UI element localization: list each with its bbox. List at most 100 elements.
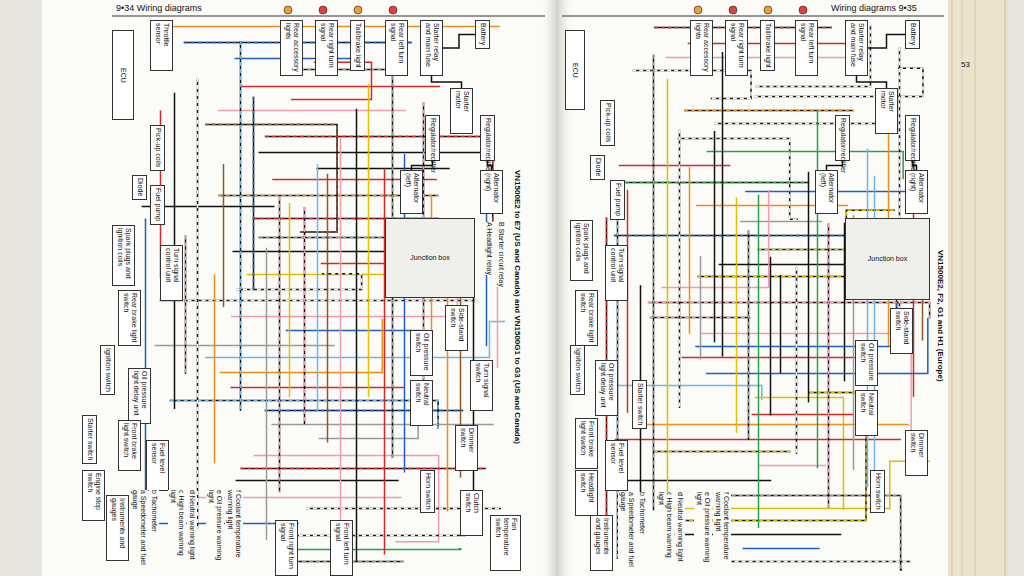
wire: [317, 168, 450, 170]
striped-wire: [265, 137, 493, 222]
wire: [817, 110, 819, 468]
component-label: Diode: [132, 175, 147, 200]
striped-wire: [160, 300, 478, 302]
wire: [223, 164, 225, 307]
wire-harness: [142, 22, 505, 562]
page-number: 53: [960, 60, 971, 69]
striped-wire: [828, 223, 830, 507]
component-label: Regulator/rectifier: [905, 115, 920, 161]
page-stack: [944, 0, 1008, 576]
component-label: Horn switch: [870, 470, 885, 513]
component-name: Turn signal switch: [474, 363, 490, 408]
striped-wire: [304, 207, 306, 424]
component-name: Alternator (left): [404, 173, 420, 211]
component-label: Front left turn signal: [330, 520, 353, 576]
component-label: Tail/brake light: [350, 20, 365, 71]
component-label: Engine stop switch: [82, 470, 105, 521]
component-label: Dimmer switch: [455, 425, 478, 471]
component-name: Ignition switch: [104, 348, 112, 392]
component-label: Spark plugs and ignition coils: [112, 225, 135, 286]
wire: [740, 221, 822, 223]
legend-note: c High beam warning light: [656, 492, 674, 570]
component-name: Tail/brake light: [764, 23, 772, 68]
striped-wire: [197, 78, 199, 529]
wire: [327, 174, 329, 443]
striped-wire: [265, 410, 463, 412]
component-name: Starter relay and main fuse: [849, 23, 865, 73]
wire: [368, 84, 370, 398]
wire: [236, 480, 399, 482]
striped-wire: [654, 451, 791, 453]
wire: [743, 548, 820, 550]
component-label: Starter motor: [450, 88, 473, 134]
striped-wire: [758, 249, 848, 251]
legend-note: d Neutral warning light: [187, 490, 197, 560]
component-box: Junction box: [385, 218, 475, 298]
wire-link: [443, 35, 475, 49]
left-page: [42, 0, 556, 576]
wire-link: [857, 76, 887, 88]
striped-wire: [654, 451, 791, 453]
component-name: Rear right turn signal: [729, 23, 745, 73]
component-label: Oil pressure light delay unit: [595, 360, 618, 416]
component-name: Rear right turn signal: [319, 23, 335, 73]
component-label: Oil pressure switch: [410, 330, 433, 376]
component-name: Fuel pump: [614, 183, 622, 216]
component-label: Rear right turn signal: [315, 20, 338, 76]
component-label: Battery: [475, 20, 490, 49]
striped-wire: [241, 468, 486, 470]
striped-wire: [279, 197, 281, 492]
striped-wire: [240, 41, 242, 411]
component-name: Regulator/rectifier: [429, 118, 437, 158]
wire: [319, 410, 418, 438]
striped-wire: [253, 97, 255, 290]
wire: [241, 86, 440, 88]
component-name: Regulator/rectifier: [484, 118, 492, 158]
component-name: Clutch switch: [464, 493, 480, 533]
component-label: Rear accessory lights: [690, 20, 713, 76]
bulb-symbol: [729, 6, 737, 14]
component-label: Starter relay and main fuse: [845, 20, 868, 76]
component-label: Rear left turn signal: [795, 20, 818, 76]
striped-wire: [678, 139, 798, 220]
component-name: Rear brake light switch: [579, 293, 595, 343]
component-name: Rear left turn signal: [799, 23, 815, 73]
bulb-symbol: [764, 6, 772, 14]
component-name: Front left turn signal: [334, 523, 350, 573]
component-label: Alternator (right): [480, 170, 503, 214]
striped-wire: [236, 274, 362, 290]
bulb-symbol: [389, 6, 397, 14]
wire: [722, 52, 724, 357]
component-label: Turn signal control unit: [605, 245, 628, 301]
component-label: Dimmer switch: [905, 430, 928, 476]
component-name: Diode: [594, 158, 602, 176]
component-label: Oil pressure switch: [855, 340, 878, 386]
component-label: Battery: [905, 20, 920, 49]
diagram-title: VN1500E2 to E7 (US and Canada) and VN150…: [512, 170, 523, 444]
component-label: Side-stand switch: [890, 308, 913, 354]
wire: [770, 257, 772, 416]
component-label: Fuel level sensor: [605, 440, 628, 491]
wire: [619, 165, 731, 167]
component-box: Junction box: [845, 218, 930, 300]
component-name: Neutral switch: [859, 393, 875, 433]
component-name: Instruments and gauges: [594, 518, 610, 568]
wire: [258, 152, 487, 154]
legend-note: d Neutral warning light: [675, 492, 685, 562]
component-label: Neutral switch: [855, 390, 878, 436]
component-name: Alternator (right): [484, 173, 500, 211]
legend-note: f Coolant temperature warning light: [225, 490, 243, 568]
striped-wire: [185, 236, 187, 374]
component-label: Starter switch: [632, 380, 647, 429]
striped-wire: [714, 561, 911, 563]
component-name: Junction box: [410, 254, 449, 262]
wire: [780, 275, 782, 373]
wire-harness: [607, 22, 931, 570]
striped-wire: [684, 110, 853, 112]
striped-wire: [678, 139, 798, 220]
bulb-symbol: [284, 6, 292, 14]
component-label: Rear brake light switch: [118, 290, 141, 346]
component-box: ECU: [565, 30, 585, 110]
wire: [689, 167, 691, 334]
